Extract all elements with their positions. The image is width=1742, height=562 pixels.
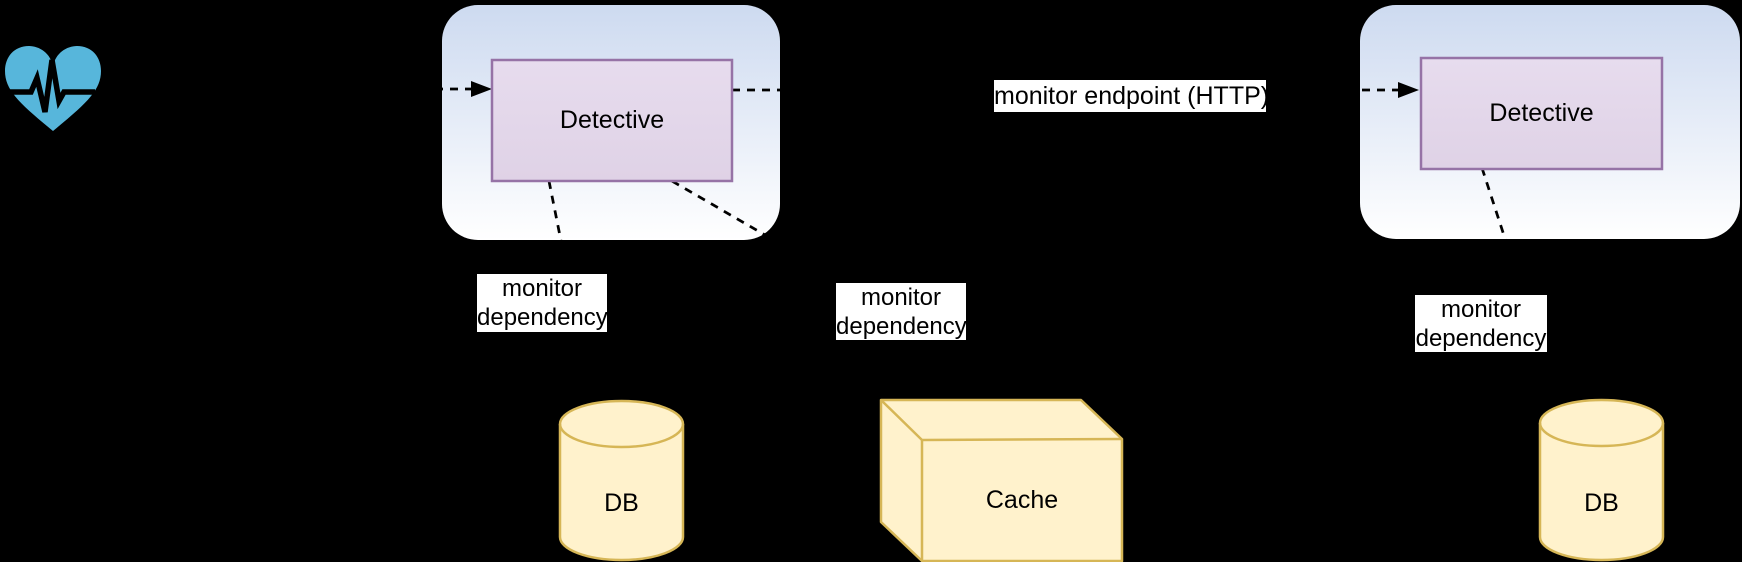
detective-left-label: Detective <box>559 106 665 134</box>
db-right-label: DB <box>1584 488 1619 517</box>
detective-right-label: Detective <box>1489 99 1594 127</box>
edge-label-line: dependency <box>836 313 967 340</box>
cache-label: Cache <box>985 486 1059 514</box>
edge-label-line: monitor <box>1440 296 1522 323</box>
db-left-label: DB <box>604 489 639 517</box>
edge-label-monitor-dependency-right: monitor dependency <box>1415 295 1547 352</box>
detective-right-node <box>1419 56 1664 171</box>
detective-left-node <box>490 58 734 183</box>
db-left-node <box>558 399 685 562</box>
db-right-node <box>1538 398 1665 562</box>
edge-label-monitor-dependency-left: monitor dependency <box>477 274 608 332</box>
edge-label-monitor-dependency-middle: monitor dependency <box>836 283 967 340</box>
edge-label-line: monitor <box>501 275 583 302</box>
cache-node <box>879 398 1124 562</box>
edge-label-monitor-endpoint: monitor endpoint (HTTP) <box>994 80 1270 112</box>
arrowhead-into-detective-left <box>471 81 492 97</box>
arrowhead-into-detective-right <box>1398 82 1419 98</box>
pulse-line <box>8 59 95 113</box>
heartbeat-heart-icon <box>5 46 101 131</box>
edge-detective-right-to-db-right <box>1480 167 1560 402</box>
edge-label-line: monitor <box>860 284 942 311</box>
edge-label-line: dependency <box>477 304 608 331</box>
edge-label-line: dependency <box>1415 325 1547 352</box>
